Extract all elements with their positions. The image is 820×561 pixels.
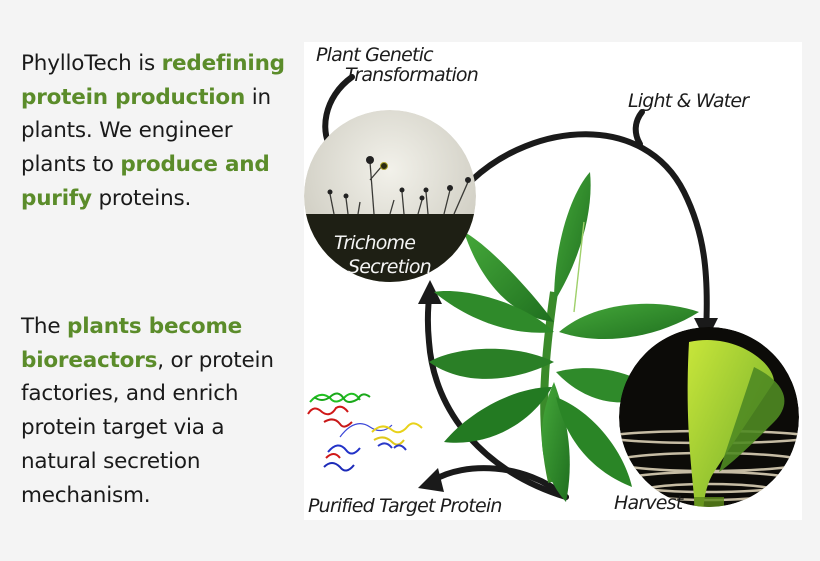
plant-illustration <box>429 172 699 502</box>
intro-text-1: PhylloTech is <box>21 51 162 76</box>
protein-structure-icon <box>307 392 423 472</box>
bio-highlight-bioreactors: plants become bioreactors <box>21 314 243 373</box>
diagram-graphics <box>304 74 799 507</box>
label-light-water: Light & Water <box>628 90 749 112</box>
arrowhead-trichome <box>418 280 442 304</box>
label-secretion: Secretion <box>348 256 432 278</box>
intro-text-2: in plants. We engineer plants to <box>21 84 271 178</box>
intro-text-3: proteins. <box>91 185 192 211</box>
bio-text-1: The <box>21 314 68 339</box>
label-transformation: Transformation <box>345 64 479 86</box>
label-plant-genetic: Plant Genetic <box>316 44 434 66</box>
bioreactor-paragraph: The plants become bioreactors, or protei… <box>21 310 296 512</box>
arrowhead-purified <box>418 468 444 492</box>
harvest-photo <box>619 327 799 507</box>
process-diagram: Plant Genetic Transformation Light & Wat… <box>304 42 802 520</box>
intro-highlight-produce: produce and purify <box>21 152 270 211</box>
intro-highlight-redefining: redefining protein production <box>21 51 285 110</box>
label-harvest: Harvest <box>614 492 683 514</box>
label-purified-target-protein: Purified Target Protein <box>308 495 502 517</box>
label-trichome: Trichome <box>334 232 416 254</box>
intro-paragraph: PhylloTech is redefining protein product… <box>21 47 291 216</box>
bio-text-2: , or protein factories, and enrich prote… <box>21 347 274 508</box>
